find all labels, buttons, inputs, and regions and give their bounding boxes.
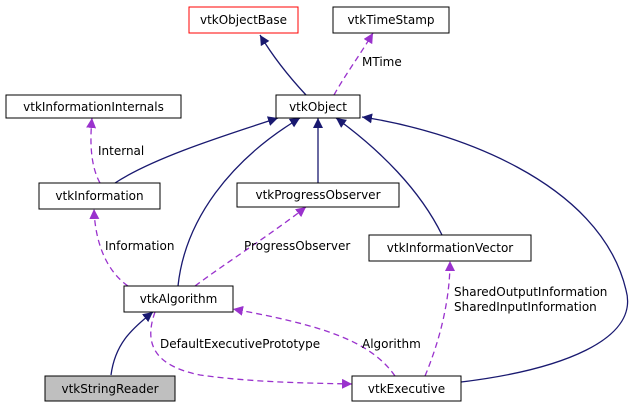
node-vtkobjectbase[interactable]: vtkObjectBase <box>188 6 299 34</box>
edge-algorithm <box>232 305 396 377</box>
edge-label-shared-input-information: SharedInputInformation <box>454 300 597 314</box>
node-vtkprogressobserver[interactable]: vtkProgressObserver <box>236 182 400 208</box>
edge-shared-information <box>424 260 455 377</box>
node-vtkexecutive[interactable]: vtkExecutive <box>351 375 462 402</box>
node-vtkinformationinternals[interactable]: vtkInformationInternals <box>5 94 182 119</box>
node-vtkobject[interactable]: vtkObject <box>275 94 361 119</box>
edge-label-progress-observer: ProgressObserver <box>244 239 350 253</box>
node-label: vtkObject <box>289 100 347 114</box>
edge-vtkinformation-to-vtkobject <box>114 116 279 184</box>
node-vtktimestamp[interactable]: vtkTimeStamp <box>332 6 450 34</box>
edge-information <box>89 208 129 287</box>
node-label: vtkInformationVector <box>387 241 514 255</box>
edge-vtkinformationvector-to-vtkobject <box>335 117 443 236</box>
edge-vtkobject-to-vtkobjectbase <box>259 34 307 96</box>
edge-vtkexecutive-to-vtkobject <box>361 113 629 383</box>
node-label: vtkStringReader <box>61 382 158 396</box>
node-vtkinformationvector[interactable]: vtkInformationVector <box>368 234 532 262</box>
edge-label-information: Information <box>105 239 174 253</box>
node-label: vtkAlgorithm <box>140 292 218 306</box>
node-label: vtkProgressObserver <box>255 188 380 202</box>
edge-default-executive-prototype <box>150 311 353 389</box>
edge-internal <box>86 117 101 184</box>
node-label: vtkObjectBase <box>200 13 287 27</box>
node-label: vtkExecutive <box>368 382 445 396</box>
node-label: vtkInformationInternals <box>23 100 164 114</box>
edge-label-shared-output-information: SharedOutputInformation <box>454 285 607 299</box>
edge-label-mtime: MTime <box>362 55 402 69</box>
node-vtkstringreader[interactable]: vtkStringReader <box>44 375 176 402</box>
node-label: vtkTimeStamp <box>347 13 434 27</box>
edge-vtkstringreader-to-vtkalgorithm <box>110 311 154 376</box>
edge-progress-observer <box>194 206 307 287</box>
edge-vtkalgorithm-to-vtkobject <box>177 117 301 287</box>
edge-label-internal: Internal <box>98 144 144 158</box>
edge-mtime <box>333 32 374 96</box>
node-vtkalgorithm[interactable]: vtkAlgorithm <box>123 285 234 313</box>
node-vtkinformation[interactable]: vtkInformation <box>38 182 161 210</box>
node-label: vtkInformation <box>55 189 143 203</box>
edge-label-algorithm: Algorithm <box>362 337 421 351</box>
edge-label-default-executive-prototype: DefaultExecutivePrototype <box>160 337 320 351</box>
